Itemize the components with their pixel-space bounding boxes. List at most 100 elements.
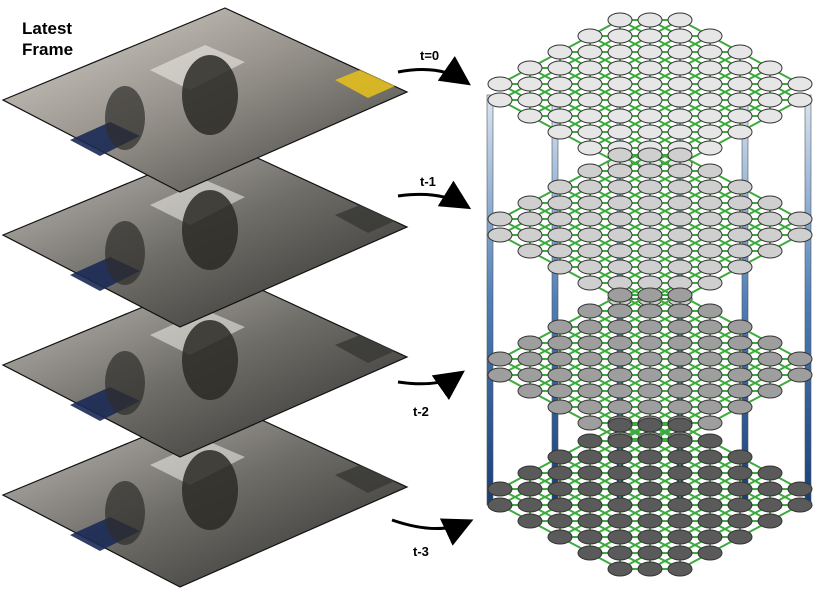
graph-node (667, 92, 693, 108)
graph-node (727, 335, 753, 351)
person-shape (105, 351, 145, 415)
graph-node (727, 319, 753, 335)
time-arrow: t=0 (397, 48, 471, 86)
graph-node (637, 335, 663, 351)
graph-node (697, 108, 723, 124)
graph-node (547, 335, 573, 351)
graph-node (727, 124, 753, 140)
graph-node (727, 449, 753, 465)
graph-node (637, 303, 663, 319)
graph-node (637, 195, 663, 211)
video-frame (1, 142, 409, 328)
graph-node (607, 319, 633, 335)
graph-node (667, 60, 693, 76)
graph-node (637, 179, 663, 195)
graph-node (667, 367, 693, 383)
graph-node (577, 76, 603, 92)
graph-node (697, 140, 723, 156)
graph-node (607, 179, 633, 195)
person-shape (182, 55, 238, 135)
graph-node (727, 44, 753, 60)
graph-node (577, 259, 603, 275)
graph-node (577, 108, 603, 124)
graph-node (667, 12, 693, 28)
graph-node (637, 383, 663, 399)
graph-node (667, 211, 693, 227)
graph-node (667, 76, 693, 92)
graph-node (727, 529, 753, 545)
graph-node (547, 195, 573, 211)
graph-node (547, 319, 573, 335)
graph-node (547, 44, 573, 60)
graph-node (577, 383, 603, 399)
video-frame-stack (1, 7, 409, 588)
graph-node (607, 195, 633, 211)
graph-node (697, 513, 723, 529)
graph-node (547, 529, 573, 545)
graph-node (757, 195, 783, 211)
graph-node (607, 399, 633, 415)
graph-node (577, 497, 603, 513)
graph-node (547, 179, 573, 195)
graph-node (487, 92, 513, 108)
graph-node (697, 367, 723, 383)
graph-node (637, 417, 663, 433)
graph-layer (487, 147, 813, 307)
graph-node (697, 211, 723, 227)
graph-node (577, 367, 603, 383)
graph-node (667, 433, 693, 449)
graph-node (607, 367, 633, 383)
graph-node (667, 481, 693, 497)
graph-node (787, 227, 813, 243)
graph-node (547, 211, 573, 227)
graph-node (637, 399, 663, 415)
graph-node (577, 243, 603, 259)
graph-node (667, 195, 693, 211)
graph-node (697, 529, 723, 545)
graph-node (637, 259, 663, 275)
graph-node (667, 28, 693, 44)
graph-node (727, 497, 753, 513)
graph-node (517, 60, 543, 76)
graph-node (607, 211, 633, 227)
person-shape (182, 450, 238, 530)
graph-node (757, 60, 783, 76)
graph-node (577, 227, 603, 243)
graph-node (607, 545, 633, 561)
graph-node (547, 399, 573, 415)
graph-node (697, 545, 723, 561)
graph-node (667, 227, 693, 243)
temporal-pillar (741, 94, 749, 506)
temporal-pillar (551, 94, 559, 506)
graph-node (517, 92, 543, 108)
graph-node (547, 383, 573, 399)
graph-node (757, 108, 783, 124)
graph-node (637, 497, 663, 513)
person-shape (182, 190, 238, 270)
graph-node (757, 465, 783, 481)
graph-node (547, 227, 573, 243)
graph-node (577, 275, 603, 291)
graph-node (727, 76, 753, 92)
graph-node (727, 92, 753, 108)
graph-node (667, 44, 693, 60)
graph-node (637, 351, 663, 367)
graph-node (757, 513, 783, 529)
graph-node (637, 481, 663, 497)
graph-node (517, 76, 543, 92)
graph-layer (487, 12, 813, 172)
graph-node (547, 243, 573, 259)
graph-node (637, 211, 663, 227)
graph-node (667, 399, 693, 415)
graph-node (637, 163, 663, 179)
graph-node (637, 60, 663, 76)
graph-node (727, 481, 753, 497)
graph-node (547, 124, 573, 140)
graph-node (727, 211, 753, 227)
graph-node (667, 335, 693, 351)
arrow-path (391, 518, 474, 546)
graph-node (517, 335, 543, 351)
graph-node (517, 481, 543, 497)
graph-node (637, 561, 663, 577)
graph-node (637, 319, 663, 335)
